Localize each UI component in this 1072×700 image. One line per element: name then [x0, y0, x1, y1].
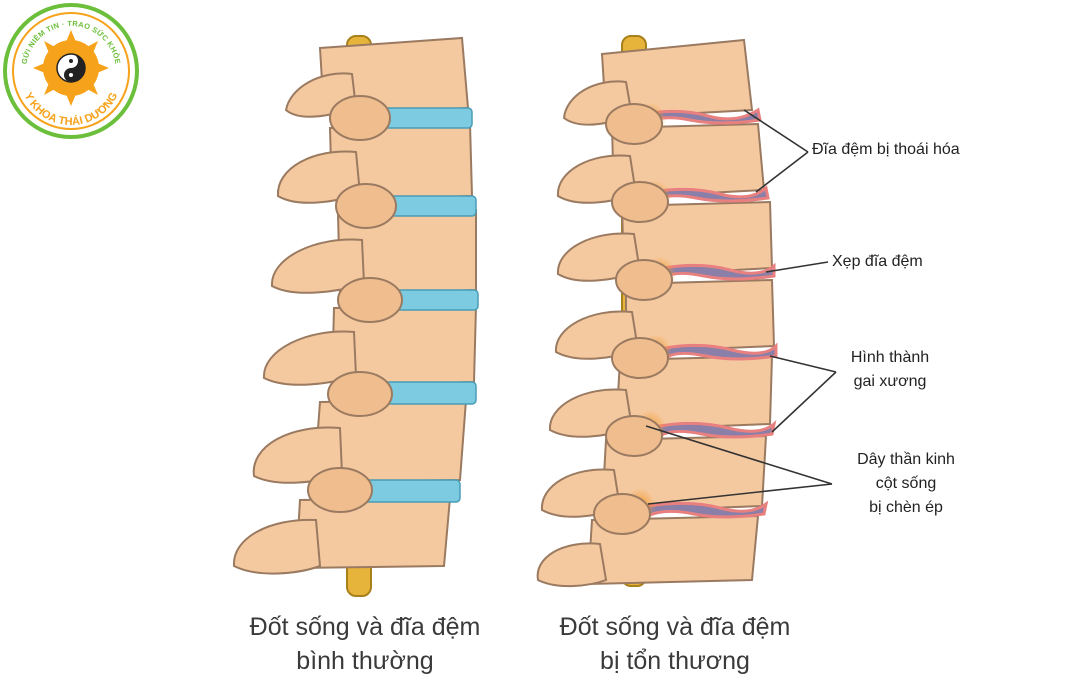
brand-logo: GỬI NIỀM TIN · TRAO SỨC KHỎE Y KHOA THÁI…	[3, 3, 139, 139]
damaged-disc	[650, 185, 770, 205]
leader-line	[743, 109, 809, 153]
facet	[329, 95, 391, 141]
caption-line1: Đốt sống và đĩa đệm	[249, 613, 481, 641]
facet	[593, 493, 651, 535]
caption-line2: bình thường	[296, 647, 434, 675]
facet	[611, 337, 669, 379]
facet	[605, 415, 663, 457]
callout-text-line3: bị chèn ép	[869, 499, 943, 516]
facet	[605, 103, 663, 145]
normal-spine-illustration	[232, 35, 479, 597]
facet	[335, 183, 397, 229]
callout-text-line1: Dây thần kinh	[857, 451, 955, 468]
facet	[337, 277, 403, 323]
facets	[307, 95, 403, 513]
damaged-discs	[642, 107, 778, 519]
damaged-disc	[662, 262, 776, 282]
damaged-disc	[664, 342, 778, 362]
damaged-disc	[646, 500, 769, 519]
leader-lines	[645, 109, 837, 505]
spinous-process	[232, 518, 322, 575]
leader-line	[645, 425, 833, 485]
healthy-discs	[343, 107, 479, 503]
facet	[615, 259, 673, 301]
damaged-spine-illustration	[536, 35, 778, 588]
leader-line	[755, 151, 809, 193]
callout-nerve-compression: Dây thần kinh cột sống bị chèn ép	[826, 448, 986, 520]
damaged-disc	[658, 420, 777, 439]
callout-bone-spur: Hình thành gai xương	[830, 346, 950, 394]
spinous-process	[536, 542, 608, 588]
leader-line	[647, 483, 833, 505]
callout-degenerated-disc: Đĩa đệm bị thoái hóa	[812, 138, 1032, 162]
callout-text-line2: cột sống	[875, 475, 937, 492]
callout-text: Xẹp đĩa đệm	[832, 253, 923, 270]
leader-line	[769, 355, 837, 373]
caption-line2: bị tổn thương	[600, 647, 750, 675]
facet	[327, 371, 393, 417]
facet	[307, 467, 373, 513]
callout-collapsed-disc: Xẹp đĩa đệm	[832, 250, 972, 274]
callout-text-line1: Hình thành	[850, 349, 930, 366]
caption-damaged: Đốt sống và đĩa đệm bị tổn thương	[510, 610, 840, 678]
facet	[611, 181, 669, 223]
leader-line	[765, 261, 829, 273]
callout-text-line2: gai xương	[853, 373, 927, 390]
yin-yang-icon	[56, 53, 86, 83]
callout-text: Đĩa đệm bị thoái hóa	[812, 141, 960, 158]
facets	[593, 103, 673, 535]
leader-line	[771, 371, 837, 433]
caption-normal: Đốt sống và đĩa đệm bình thường	[200, 610, 530, 678]
caption-line1: Đốt sống và đĩa đệm	[559, 613, 791, 641]
